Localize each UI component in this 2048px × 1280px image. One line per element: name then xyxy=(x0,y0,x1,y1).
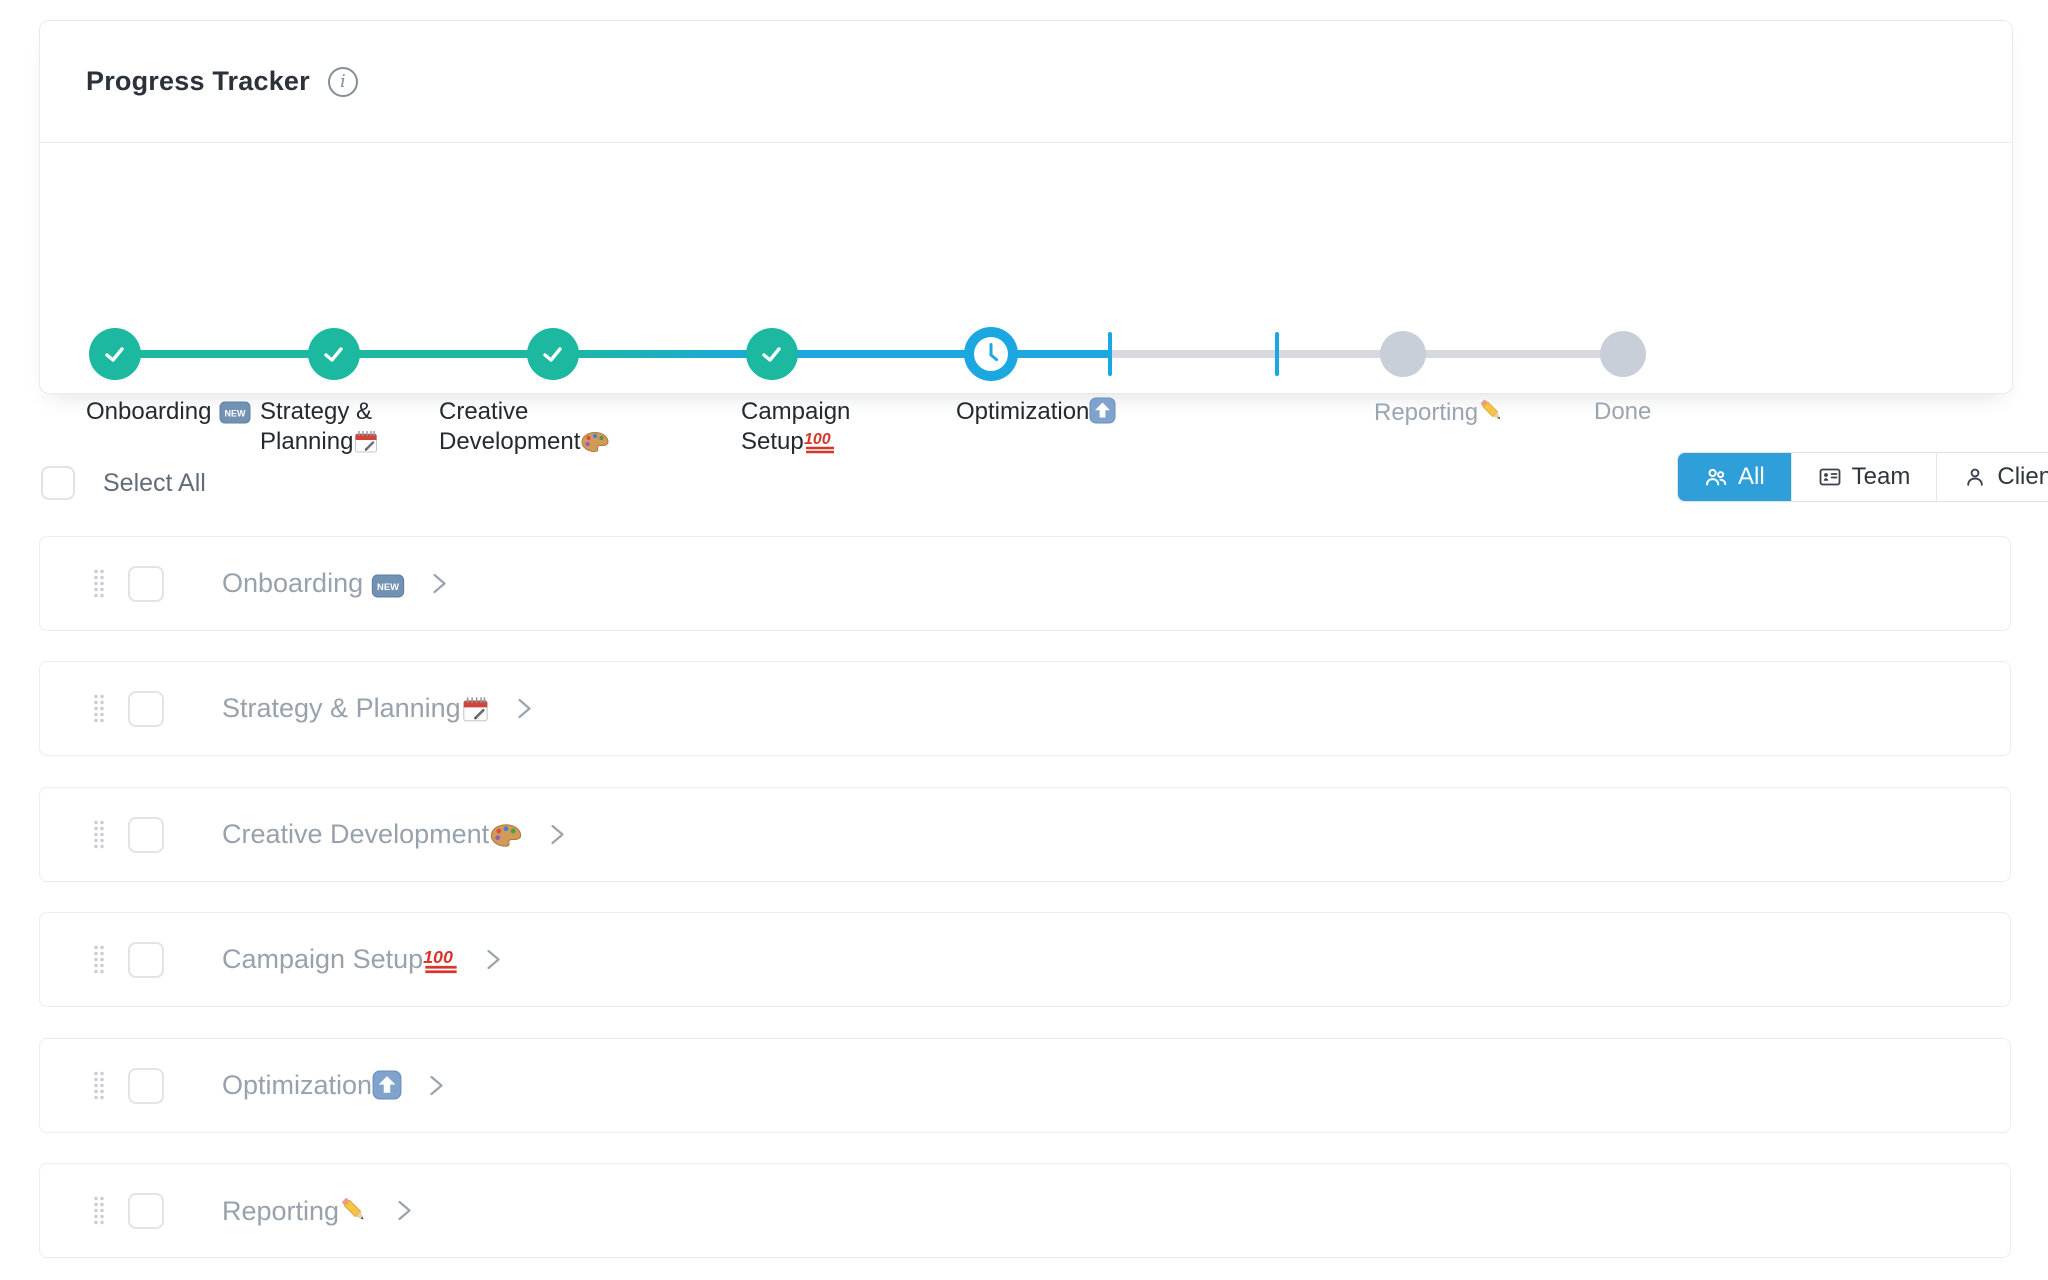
section-row-campaign-setup[interactable]: Campaign Setup xyxy=(39,912,2011,1007)
step-node-creative-development[interactable] xyxy=(527,328,579,380)
chevron-right-icon[interactable] xyxy=(545,822,570,847)
section-label: Reporting xyxy=(222,1195,370,1227)
section-checkbox[interactable] xyxy=(128,1192,164,1229)
check-icon xyxy=(105,347,124,362)
step-label-done: Done xyxy=(1594,398,1652,425)
drag-handle-icon[interactable] xyxy=(92,693,106,724)
new-badge-emoji xyxy=(219,401,251,424)
section-checkbox[interactable] xyxy=(128,941,164,978)
step-node-optimization-current[interactable] xyxy=(964,327,1018,381)
section-checkbox[interactable] xyxy=(128,565,164,602)
check-icon xyxy=(543,347,562,362)
track-segment-upcoming xyxy=(1110,350,1623,358)
select-all-control[interactable]: Select All xyxy=(41,466,206,500)
audience-filter-group: All Team Client xyxy=(1677,452,2048,502)
chevron-right-icon[interactable] xyxy=(424,1073,449,1098)
section-label: Onboarding xyxy=(222,568,405,599)
card-header: Progress Tracker i xyxy=(40,21,2012,143)
up-arrow-emoji xyxy=(1089,397,1116,424)
section-checkbox[interactable] xyxy=(128,1067,164,1104)
section-row-onboarding[interactable]: Onboarding xyxy=(39,536,2011,631)
filter-client-button[interactable]: Client xyxy=(1936,453,2048,501)
milestone-tick xyxy=(1108,332,1112,376)
drag-handle-icon[interactable] xyxy=(92,1195,106,1226)
hundred-points-emoji xyxy=(802,429,835,454)
id-card-icon xyxy=(1819,468,1841,486)
spiral-calendar-emoji xyxy=(462,696,489,723)
up-arrow-emoji xyxy=(372,1070,402,1100)
hundred-points-emoji xyxy=(421,945,459,974)
spiral-calendar-emoji xyxy=(354,429,379,454)
progress-stepper: Onboarding Strategy & Planning Creative … xyxy=(40,143,2012,455)
select-all-label: Select All xyxy=(103,468,206,497)
step-node-campaign-setup[interactable] xyxy=(746,328,798,380)
step-node-reporting[interactable] xyxy=(1380,331,1426,377)
people-icon xyxy=(1706,468,1727,486)
person-icon xyxy=(1967,468,1984,486)
progress-tracker-card: Progress Tracker i Onboarding Strategy &… xyxy=(39,20,2013,455)
section-checkbox[interactable] xyxy=(128,816,164,853)
chevron-right-icon[interactable] xyxy=(392,1198,417,1223)
check-icon xyxy=(324,347,343,362)
track-segment-completed xyxy=(334,350,553,358)
section-row-creative-development[interactable]: Creative Development xyxy=(39,787,2011,882)
check-icon xyxy=(762,347,781,362)
step-node-done[interactable] xyxy=(1600,331,1646,377)
chevron-right-icon[interactable] xyxy=(512,696,537,721)
section-label: Strategy & Planning xyxy=(222,693,490,724)
step-label-reporting: Reporting xyxy=(1374,397,1506,428)
section-label: Optimization xyxy=(222,1070,402,1101)
section-checkbox[interactable] xyxy=(128,690,164,727)
info-circle-icon[interactable]: i xyxy=(327,66,358,97)
drag-handle-icon[interactable] xyxy=(92,568,106,599)
drag-handle-icon[interactable] xyxy=(92,944,106,975)
track-segment-completed xyxy=(553,350,772,358)
step-label-onboarding: Onboarding xyxy=(86,397,251,427)
filter-all-button[interactable]: All xyxy=(1678,453,1791,501)
section-row-strategy-planning[interactable]: Strategy & Planning xyxy=(39,661,2011,756)
track-segment-current xyxy=(991,350,1110,358)
chevron-right-icon[interactable] xyxy=(481,947,506,972)
drag-handle-icon[interactable] xyxy=(92,819,106,850)
select-all-checkbox[interactable] xyxy=(41,466,75,500)
drag-handle-icon[interactable] xyxy=(92,1070,106,1101)
pencil-emoji xyxy=(1479,398,1504,423)
track-segment-current xyxy=(772,350,991,358)
track-segment-completed xyxy=(115,350,334,358)
step-label-strategy-planning: Strategy & Planning xyxy=(260,397,379,457)
new-badge-emoji xyxy=(371,574,405,598)
pencil-emoji xyxy=(340,1196,367,1223)
section-label: Creative Development xyxy=(222,819,523,850)
step-node-strategy-planning[interactable] xyxy=(308,328,360,380)
section-row-reporting[interactable]: Reporting xyxy=(39,1163,2011,1258)
step-label-optimization: Optimization xyxy=(956,397,1116,427)
step-label-creative-development: Creative Development xyxy=(439,397,610,457)
milestone-tick xyxy=(1275,332,1279,376)
clock-icon xyxy=(973,336,1009,372)
filter-team-button[interactable]: Team xyxy=(1790,453,1937,501)
palette-emoji xyxy=(581,432,609,452)
card-title: Progress Tracker xyxy=(86,66,310,96)
section-row-optimization[interactable]: Optimization xyxy=(39,1038,2011,1133)
palette-emoji xyxy=(490,824,522,847)
step-node-onboarding[interactable] xyxy=(89,328,141,380)
section-label: Campaign Setup xyxy=(222,944,459,975)
chevron-right-icon[interactable] xyxy=(427,571,452,596)
step-label-campaign-setup: Campaign Setup xyxy=(741,398,851,455)
